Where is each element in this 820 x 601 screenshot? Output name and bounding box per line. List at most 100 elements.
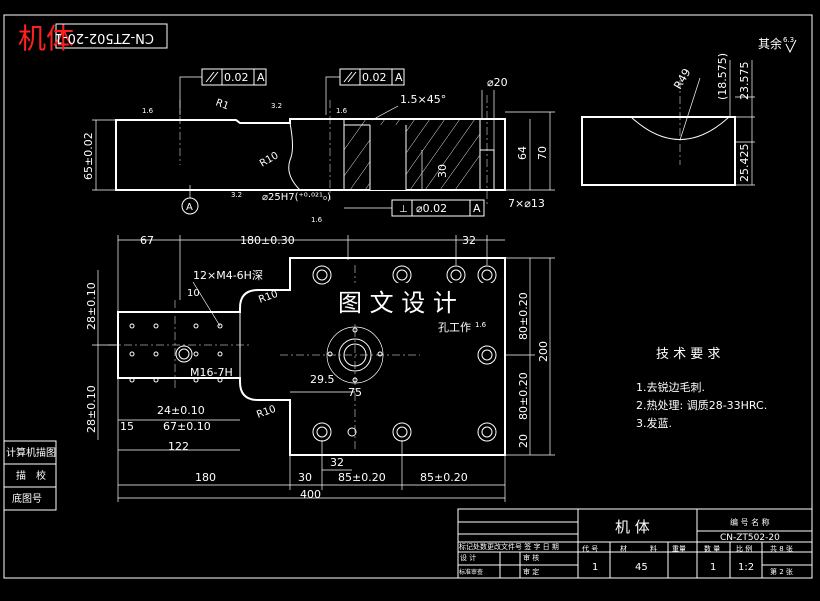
dia20-label: ⌀20 <box>487 76 508 89</box>
perp-tol-datum: A <box>473 202 481 215</box>
plan-tap16: M16-7H <box>190 366 233 379</box>
plan-d20: 20 <box>517 434 530 448</box>
title-revision-header: 标记处数更改文件号 签 字 日 期 <box>459 542 559 551</box>
plan-d30: 30 <box>298 471 312 484</box>
tap-holes <box>129 323 383 383</box>
plan-d67b: 67±0.10 <box>163 420 211 433</box>
perp-tol-value: ⌀0.02 <box>416 202 447 215</box>
bore-label: ⌀25H7(⁺⁰·⁰²¹₀) <box>262 192 331 203</box>
roughness-symbol <box>785 39 797 54</box>
col-header-4: 重量 <box>672 545 686 553</box>
h70-label: 70 <box>536 146 549 160</box>
h64-label: 64 <box>516 146 529 160</box>
left-table-row-3: 底图号 <box>12 492 42 505</box>
tol-right-datum: A <box>395 71 403 84</box>
plan-d180b: 180 <box>195 471 216 484</box>
surface-note: 其余 <box>758 36 782 51</box>
plan-tap12: 12×M4-6H深 <box>193 269 263 282</box>
left-table-row-1: 计算机描图 <box>6 446 56 459</box>
watermark-text: 图 文 设 计 <box>338 289 457 317</box>
holes-label: 7×⌀13 <box>508 197 545 210</box>
row-code: 1 <box>592 562 598 573</box>
title-stamp: 机体 CN-ZT502-20-1 <box>18 22 168 55</box>
plan-r10b: R10 <box>255 404 277 421</box>
tol-left-value: 0.02 <box>224 71 249 84</box>
plan-remark: 孔工作 <box>438 321 471 334</box>
tech-requirements: 技 术 要 求 1.去锐边毛刺. 2.热处理: 调质28-33HRC. 3.发蓝… <box>636 347 767 430</box>
watermark-bg <box>326 283 494 321</box>
plan-d24: 24±0.10 <box>157 404 205 417</box>
col-header-7: 共 8 张 <box>770 544 793 553</box>
plan-d67: 67 <box>140 234 154 247</box>
plan-view: 67 180±0.30 32 12×M4-6H深 10 R10 R10 28±0… <box>85 234 555 502</box>
row-material: 45 <box>635 562 648 573</box>
plan-d32a: 32 <box>462 234 476 247</box>
title-part-name: 机 体 <box>615 518 650 536</box>
tol-right-value: 0.02 <box>362 71 387 84</box>
r10-front-label: R10 <box>258 150 281 169</box>
ra16-c: 1.6 <box>311 216 323 224</box>
r49-label: R49 <box>671 66 693 91</box>
datum-a-circle <box>181 197 199 215</box>
plan-r10a: R10 <box>257 289 279 306</box>
plan-d28b: 28±0.10 <box>85 385 98 433</box>
col-header-2: 材 <box>620 544 627 553</box>
plan-d28a: 28±0.10 <box>85 282 98 330</box>
std-label: 标准审查 <box>459 568 483 576</box>
plan-d85a: 85±0.20 <box>338 471 386 484</box>
side-d23: 23.575 <box>738 62 751 101</box>
plan-d180: 180±0.30 <box>240 234 295 247</box>
ra16-b: 1.6 <box>336 107 348 115</box>
title-code: CN-ZT502-20 <box>720 533 780 543</box>
tech-item-3: 3.发蓝. <box>636 416 672 430</box>
col-header-3: 料 <box>650 544 657 553</box>
plan-d80a: 80±0.20 <box>517 292 530 340</box>
central-bore <box>338 338 372 372</box>
side-view: R49 (18.575) 23.575 25.425 <box>581 53 755 186</box>
plan-d10: 10 <box>187 288 200 299</box>
drawing-frame <box>3 14 813 579</box>
front-view: 0.02 A 0.02 A ⊥ ⌀0.02 A A ⌀20 1.5×45° R1… <box>82 68 555 224</box>
tech-title: 技 术 要 求 <box>656 347 720 362</box>
m16-hole <box>175 345 193 363</box>
plan-d80b: 80±0.20 <box>517 372 530 420</box>
row-qty: 1 <box>710 562 716 573</box>
review-label: 审 核 <box>523 553 539 562</box>
stamp-code: CN-ZT502-20-1 <box>55 30 154 45</box>
process-label: 审 定 <box>523 567 539 576</box>
r1-label: R1 <box>214 97 230 112</box>
col-header-5: 数 量 <box>704 544 720 553</box>
side-d18: (18.575) <box>716 53 729 100</box>
ra16-a: 1.6 <box>142 107 154 115</box>
plan-d85b: 85±0.20 <box>420 471 468 484</box>
plan-d400: 400 <box>300 488 321 501</box>
left-table-row-2: 描 校 <box>16 469 46 482</box>
title-block: 机 体 编 号 名 称 CN-ZT502-20 标记处数更改文件号 签 字 日 … <box>457 508 813 579</box>
plan-d29: 29.5 <box>310 373 335 386</box>
perp-symbol: ⊥ <box>399 204 408 215</box>
tech-item-2: 2.热处理: 调质28-33HRC. <box>636 399 767 412</box>
plan-d122: 122 <box>168 440 189 453</box>
side-d25: 25.425 <box>738 144 751 183</box>
datum-a-label: A <box>186 202 193 213</box>
plan-d75: 75 <box>348 386 362 399</box>
ra32-a: 3.2 <box>271 102 282 110</box>
col-header-1: 代 号 <box>582 544 598 553</box>
title-code-label: 编 号 名 称 <box>730 517 770 527</box>
plan-remark-ra: 1.6 <box>475 321 487 329</box>
surface-note-value: 6.3 <box>783 36 794 44</box>
left-side-table: 计算机描图 描 校 底图号 <box>3 440 57 511</box>
row-scale: 1:2 <box>738 562 754 573</box>
plan-d15: 15 <box>120 420 134 433</box>
chamfer-label: 1.5×45° <box>400 93 446 106</box>
stamp-title: 机体 <box>18 22 74 55</box>
sheet-number: 第 2 张 <box>770 567 793 576</box>
col-header-6: 比 例 <box>736 544 752 553</box>
ra32-b: 3.2 <box>231 191 242 199</box>
h65-label: 65±0.02 <box>82 132 95 180</box>
plan-d32b: 32 <box>330 456 344 469</box>
h30-label: 30 <box>436 164 449 178</box>
tech-item-1: 1.去锐边毛刺. <box>636 380 705 394</box>
tol-left-datum: A <box>257 71 265 84</box>
